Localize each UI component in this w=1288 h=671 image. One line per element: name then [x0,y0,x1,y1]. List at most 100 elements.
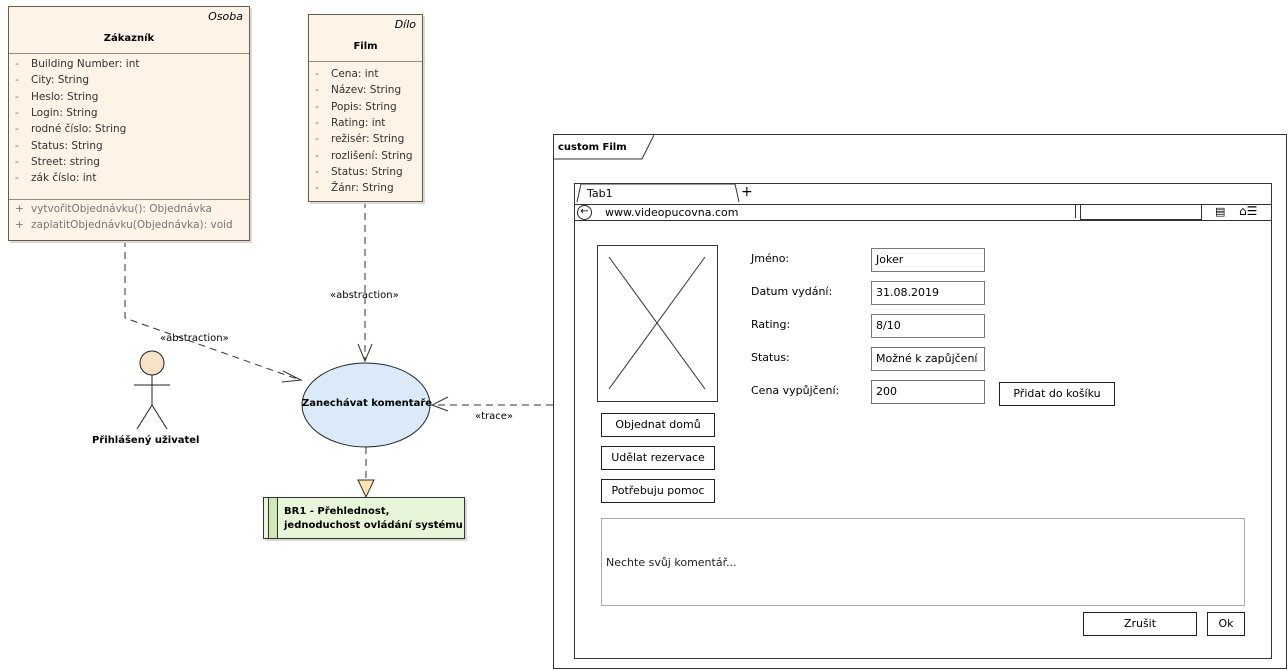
add-to-cart-button[interactable]: Přidat do košíku [999,382,1115,406]
visibility-marker: - [315,165,319,178]
requirement-line1: BR1 - Přehlednost, [284,506,390,517]
field-value: 31.08.2019 [876,286,939,299]
field-value: 8/10 [876,319,901,332]
comment-placeholder: Nechte svůj komentář... [606,556,737,569]
zakaznik-attribute-text: Heslo: String [31,90,99,103]
class-zakaznik[interactable]: Osoba Zákazník -Building Number: int-Cit… [8,6,250,241]
usecase-name[interactable]: Zanechávat komentaře [302,398,433,409]
actor-name: Přihlášený uživatel [92,435,200,446]
trace-arrow [430,396,449,412]
visibility-marker: - [15,139,19,152]
film-attribute: -rozlišení: String [315,150,413,162]
zakaznik-abstraction-label: «abstraction» [160,333,229,344]
zakaznik-attribute: -City: String [15,74,89,86]
ok-button[interactable]: Ok [1207,612,1245,636]
visibility-marker: - [15,90,19,103]
back-icon[interactable]: ← [577,205,592,220]
visibility-marker: - [15,123,19,136]
film-abstraction-label: «abstraction» [330,290,399,301]
class-film[interactable]: Dílo Film -Cena: int-Název: String-Popis… [308,14,423,202]
field-value: 200 [876,385,897,398]
film-attribute: -režisér: String [315,133,404,145]
requirement-box[interactable]: BR1 - Přehlednost, jednoduchost ovládání… [263,497,465,539]
field-value: Možné k zapůjčení [876,352,978,365]
visibility-marker: - [15,106,19,119]
film-attribute-text: Rating: int [331,116,386,129]
zakaznik-attribute-text: rodné číslo: String [31,123,127,136]
zakaznik-attribute: -Street: string [15,156,100,168]
bookmark-icon[interactable]: ▤ [1215,205,1226,218]
usecase-ellipse [301,362,431,448]
cancel-button[interactable]: Zrušit [1083,612,1197,636]
class-zakaznik-stereotype: Osoba [208,10,243,23]
zakaznik-attribute: -Status: String [15,140,103,152]
frame-title-tab [554,135,654,160]
field-value: Joker [876,253,904,266]
zakaznik-attribute-text: City: String [31,74,90,87]
film-attribute: -Popis: String [315,101,397,113]
zakaznik-attribute: -Heslo: String [15,91,98,103]
film-attribute: -Žánr: String [315,182,394,194]
new-tab-button[interactable]: + [741,184,753,200]
zakaznik-attribute: -Building Number: int [15,58,140,70]
action-button[interactable]: Objednat domů [601,413,715,437]
visibility-marker: - [15,58,19,70]
visibility-marker: + [15,218,24,231]
zakaznik-attribute: -rodné číslo: String [15,123,126,135]
zakaznik-attribute: -zák číslo: int [15,172,96,184]
action-button[interactable]: Udělat rezervace [601,446,715,470]
film-attribute-text: Cena: int [331,68,379,80]
field-label: Datum vydání: [751,285,833,298]
zakaznik-operation: +vytvořitObjednávku(): Objednávka [15,203,212,215]
visibility-marker: - [315,133,319,146]
image-placeholder [597,245,718,402]
browser-tab[interactable]: Tab1 [587,187,613,200]
home-menu-icon[interactable]: ⌂☰ [1239,204,1258,218]
field-value-box[interactable]: 200 [871,380,985,404]
field-value-box[interactable]: 8/10 [871,314,985,338]
trace-label: «trace» [475,411,514,422]
film-attribute-text: rozlišení: String [331,149,413,162]
zakaznik-operation-text: vytvořitObjednávku(): Objednávka [31,203,212,215]
visibility-marker: - [315,68,319,80]
visibility-marker: - [315,149,319,162]
field-value-box[interactable]: Joker [871,248,985,272]
film-attribute-text: Status: String [331,165,403,178]
zakaznik-attribute-text: Status: String [31,139,103,152]
realization-arrow [357,479,375,499]
visibility-marker: - [315,84,319,97]
film-attribute: -Rating: int [315,117,385,129]
zakaznik-attribute-text: zák číslo: int [31,172,97,185]
zakaznik-operation: + zaplatitObjednávku(Objednávka): void [15,219,233,231]
class-film-stereotype: Dílo [394,18,416,31]
film-attribute: -Cena: int [315,68,378,80]
zakaznik-attribute-text: Building Number: int [31,58,140,70]
wireframe-frame: custom Film Tab1 + ← www.videopucovna.co… [553,134,1287,669]
class-zakaznik-name: Zákazník [103,33,155,44]
zakaznik-attribute: -Login: String [15,107,98,119]
visibility-marker: - [15,74,19,87]
url-input[interactable]: www.videopucovna.com [605,206,739,219]
field-value-box[interactable]: 31.08.2019 [871,281,985,305]
class-film-name: Film [353,41,378,52]
film-attribute-text: Popis: String [331,100,397,113]
film-attribute: -Název: String [315,84,401,96]
visibility-marker: - [315,116,319,129]
zakaznik-abstraction-arrow [281,370,303,383]
film-attribute-text: režisér: String [331,133,405,146]
zakaznik-operation-text: zaplatitObjednávku(Objednávka): void [31,218,233,231]
visibility-marker: - [15,172,19,185]
film-attribute: -Status: String [315,166,403,178]
search-input[interactable] [1080,204,1202,220]
film-attribute-text: Žánr: String [331,182,394,195]
browser-window: Tab1 + ← www.videopucovna.com ▤ ⌂☰ Jméno… [574,183,1272,659]
field-label: Cena vypůjčení: [751,384,840,397]
field-value-box[interactable]: Možné k zapůjčení [871,347,985,371]
action-button[interactable]: Potřebuju pomoc [601,479,715,503]
field-label: Jméno: [751,252,790,265]
comment-textarea[interactable]: Nechte svůj komentář... [601,518,1245,606]
zakaznik-attribute-text: Login: String [31,106,98,119]
zakaznik-abstraction-line [124,240,301,381]
visibility-marker: - [15,155,19,168]
